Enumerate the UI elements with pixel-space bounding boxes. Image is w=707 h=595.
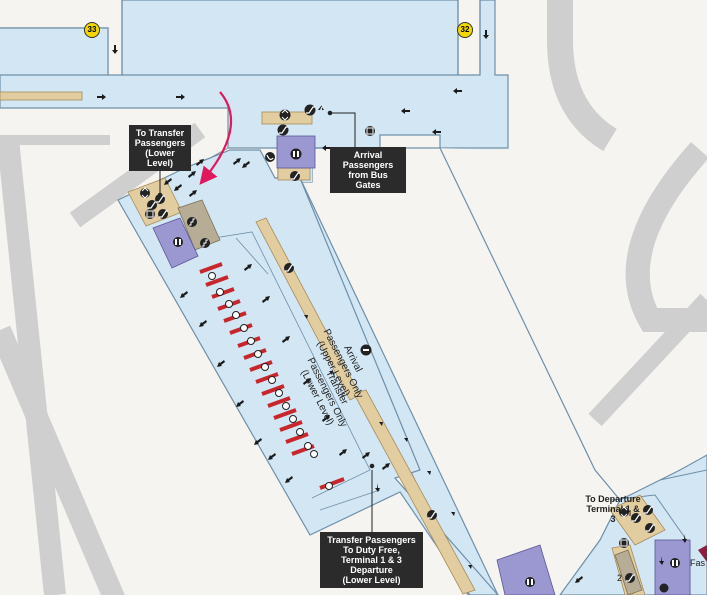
escalator-icon	[158, 209, 168, 219]
transfer-route-arrow	[199, 91, 233, 185]
gate-badge-32[interactable]: 32	[457, 22, 473, 38]
escalator-icon	[277, 124, 289, 136]
callout-to-transfer: To Transfer Passengers (Lower Level)	[129, 125, 191, 171]
escalator-icon	[290, 171, 300, 181]
callout-transfer-duty-free: Transfer Passengers To Duty Free, Termin…	[320, 532, 423, 588]
info-icon	[360, 344, 372, 356]
facility-icons	[140, 104, 707, 593]
upper-concourse	[0, 0, 509, 183]
escalator-icon	[625, 573, 635, 583]
callout-leaders	[157, 110, 631, 532]
phone-icon	[265, 152, 275, 162]
escalator-icon	[643, 505, 653, 515]
restroom-icon	[670, 558, 680, 568]
gate-badge-33[interactable]: 33	[84, 22, 100, 38]
baby-change-icon	[619, 538, 629, 548]
escalator-icon	[155, 194, 165, 204]
service-blocks	[177, 199, 643, 595]
restroom-icon	[290, 148, 302, 160]
info-icon	[659, 583, 669, 593]
security-check-icon	[208, 272, 333, 490]
escalator-icon	[147, 200, 157, 210]
stairs-icon	[187, 217, 197, 227]
partial-facility-label: Fas	[690, 558, 706, 568]
escalator-icon	[631, 513, 641, 523]
label-to-departure: To Departure Terminal 1 & 3	[585, 494, 641, 524]
callout-arrival-bus-gates: Arrival Passengers from Bus Gates	[330, 147, 406, 193]
baby-change-icon	[365, 126, 375, 136]
escalator-icon	[284, 263, 294, 273]
restroom-icon	[173, 237, 183, 247]
baby-change-icon	[145, 209, 155, 219]
elevator-icon	[279, 109, 291, 121]
elevator-icon	[140, 187, 150, 199]
level-number: 2	[617, 573, 622, 583]
wayfinding-marker	[698, 545, 707, 562]
stairs-icon	[200, 238, 210, 248]
escalator-icon	[304, 104, 316, 116]
direction-arrows	[97, 30, 687, 583]
elevator-icon	[619, 506, 629, 518]
restroom-icon	[525, 577, 535, 587]
escalator-icon	[645, 523, 655, 533]
escalator-icon	[427, 510, 437, 520]
